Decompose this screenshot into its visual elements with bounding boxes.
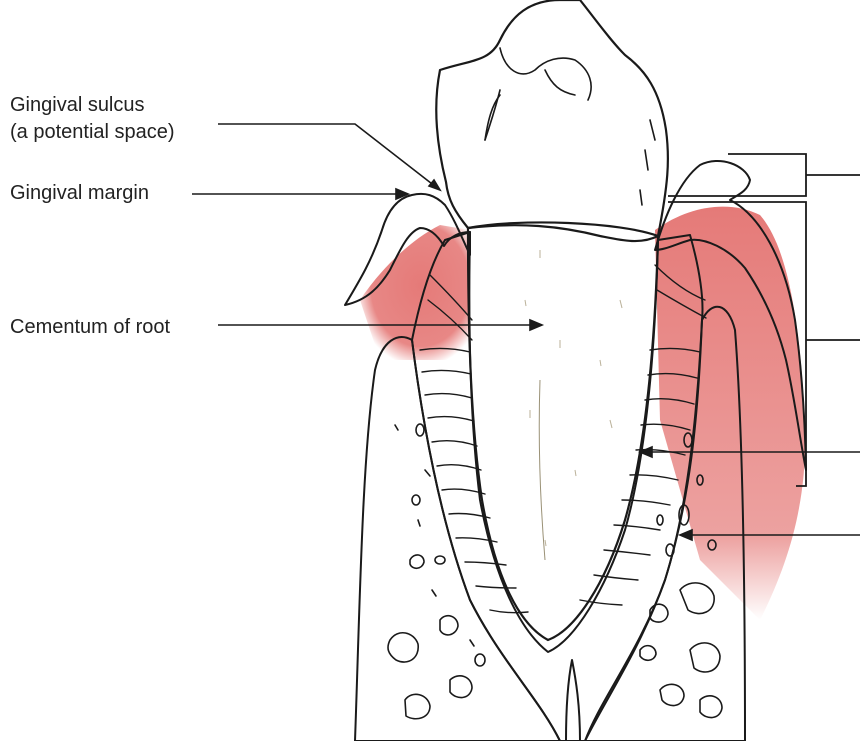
tooth-crown-enamel (436, 0, 668, 241)
alveolar-bone-left (355, 337, 560, 741)
bone-trabeculae-left (388, 424, 485, 719)
root-apex-canal (566, 660, 580, 741)
tooth-root (468, 222, 658, 640)
arrowhead-bone (680, 530, 692, 540)
pointer-gingival-sulcus (218, 124, 436, 187)
crown-cusp-lines (485, 48, 655, 205)
arrowhead-gingival-sulcus (429, 180, 440, 190)
root-texture (525, 250, 622, 560)
gingival-tissue-right (655, 207, 805, 620)
arrowhead-cementum (530, 320, 542, 330)
